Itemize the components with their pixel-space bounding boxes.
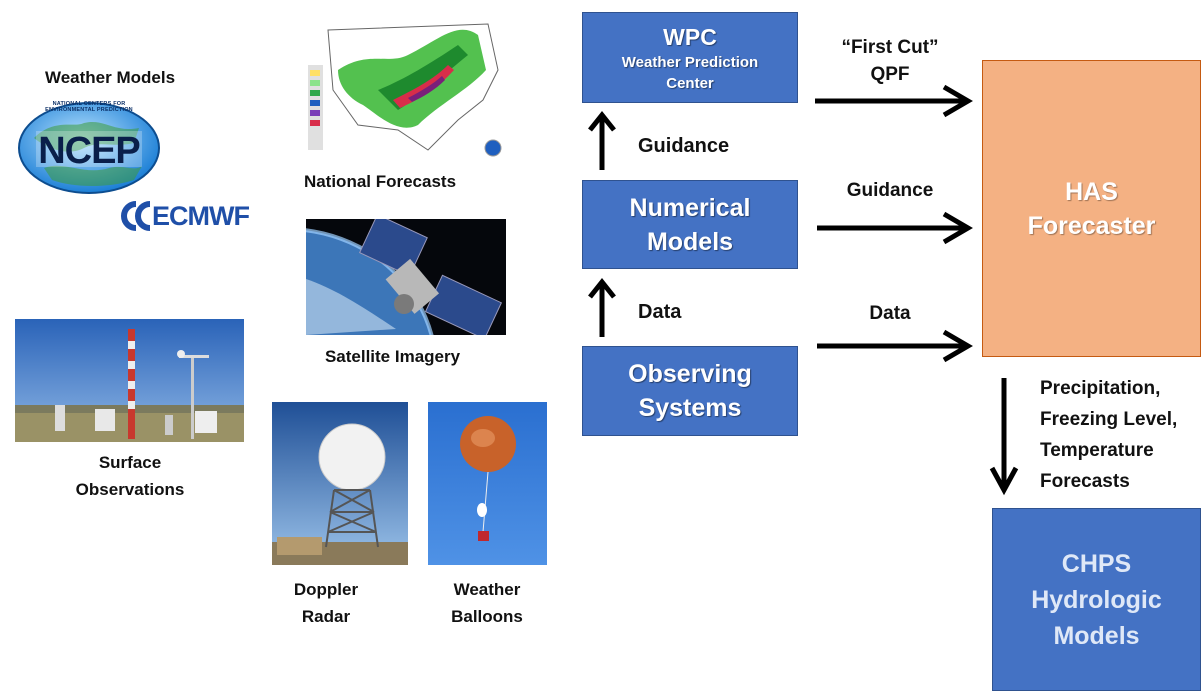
chps-line2: Hydrologic (1031, 585, 1162, 614)
satellite-image (306, 219, 506, 335)
surface-label-line1: Surface (98, 453, 162, 472)
guidance-right-label: Guidance (846, 180, 934, 201)
forecasts-label: Precipitation, Freezing Level, Temperatu… (1040, 373, 1177, 497)
ecmwf-logo-text: ECMWF (152, 201, 250, 231)
numerical-models-box: Numerical Models (582, 180, 798, 269)
wpc-subtitle-line2: Center (666, 74, 714, 92)
chps-line1: CHPS (1061, 549, 1132, 578)
ncep-logo: NATIONAL CENTERS FOR ENVIRONMENTAL PREDI… (14, 98, 164, 196)
first-cut-qpf-label: “First Cut” QPF (820, 34, 960, 88)
numerical-line2: Models (646, 227, 734, 256)
surface-label-line2: Observations (75, 480, 185, 499)
ncep-ring-text: NATIONAL CENTERS FOR ENVIRONMENTAL PREDI… (45, 101, 133, 113)
observing-line2: Systems (638, 394, 742, 422)
satellite-imagery-label: Satellite Imagery (324, 347, 461, 366)
balloons-label-line2: Balloons (451, 607, 523, 626)
has-line1: HAS (1065, 177, 1118, 206)
data-up-label: Data (638, 301, 682, 323)
wpc-subtitle-line1: Weather Prediction (621, 53, 759, 71)
surface-observations-label: Surface Observations (40, 449, 220, 503)
surface-observations-photo (15, 319, 244, 442)
ncep-logo-text: NCEP (38, 130, 141, 172)
forecasts-line2: Freezing Level, (1040, 409, 1178, 430)
first-cut-line2: QPF (870, 64, 910, 85)
wpc-title: WPC (663, 23, 717, 50)
guidance-up-label: Guidance (638, 135, 730, 157)
numerical-line1: Numerical (629, 193, 751, 222)
observing-line1: Observing (628, 360, 752, 388)
doppler-radar-label: Doppler Radar (270, 576, 382, 630)
national-forecasts-label: National Forecasts (303, 172, 457, 191)
has-line2: Forecaster (1027, 211, 1156, 240)
chps-line3: Models (1053, 621, 1140, 650)
forecasts-line1: Precipitation, (1040, 378, 1161, 399)
balloons-label-line1: Weather (453, 580, 521, 599)
national-forecasts-map (308, 10, 505, 160)
first-cut-line1: “First Cut” (841, 37, 939, 58)
doppler-radar-photo (272, 402, 408, 565)
weather-balloon-photo (428, 402, 547, 565)
weather-balloons-label: Weather Balloons (428, 576, 546, 630)
data-right-label: Data (869, 303, 911, 324)
forecasts-line3: Temperature (1040, 440, 1154, 461)
wpc-box: WPC Weather Prediction Center (582, 12, 798, 103)
weather-models-label: Weather Models (44, 68, 176, 87)
ecmwf-logo: ECMWF (120, 200, 265, 232)
doppler-label-line2: Radar (301, 607, 351, 626)
doppler-label-line1: Doppler (293, 580, 359, 599)
forecasts-line4: Forecasts (1040, 471, 1130, 492)
observing-systems-box: Observing Systems (582, 346, 798, 436)
has-forecaster-box: HAS Forecaster (982, 60, 1201, 357)
